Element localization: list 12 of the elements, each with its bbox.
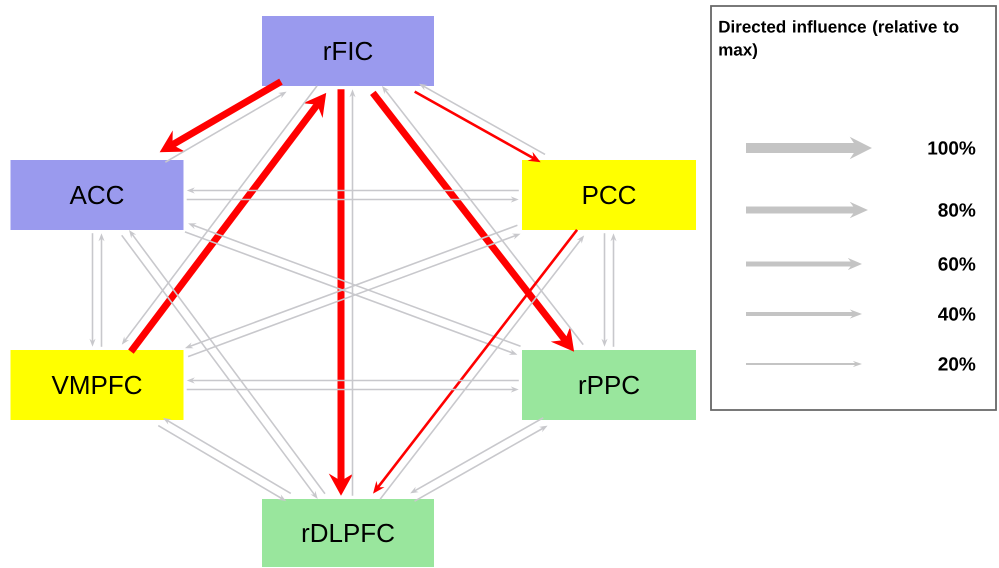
region-box: ACC bbox=[10, 160, 184, 230]
region-box: PCC bbox=[522, 160, 696, 230]
legend-label: 40% bbox=[938, 307, 976, 321]
legend-label: 60% bbox=[938, 257, 976, 271]
legend-label: 100% bbox=[928, 141, 976, 155]
legend-label: 20% bbox=[938, 357, 976, 371]
legend-label: 80% bbox=[938, 203, 976, 217]
region-box: rFIC bbox=[262, 16, 434, 86]
region-box: rPPC bbox=[522, 350, 696, 420]
region-box: rDLPFC bbox=[262, 499, 434, 567]
region-box: VMPFC bbox=[10, 350, 184, 420]
legend-title: Directed influence (relative to max) bbox=[719, 20, 958, 60]
